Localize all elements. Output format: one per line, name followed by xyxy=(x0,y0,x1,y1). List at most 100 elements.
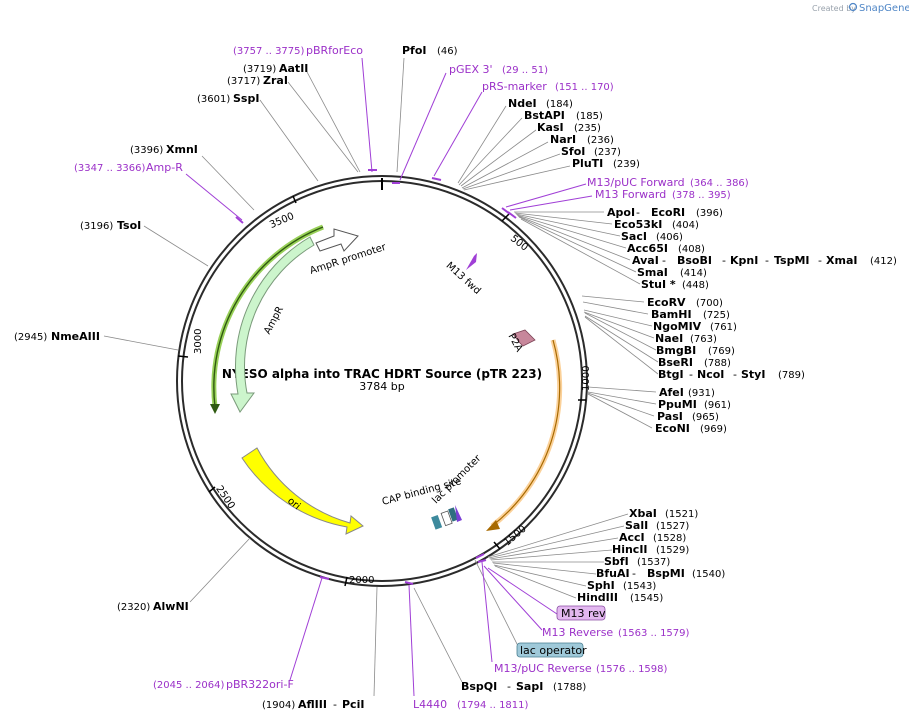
label-bseri[interactable]: BseRI(788) xyxy=(658,356,731,369)
label-bfuai-group[interactable]: BfuAI - BspMI (1540) xyxy=(596,567,725,580)
svg-text:(2320): (2320) xyxy=(117,602,150,613)
label-bamhi[interactable]: BamHI(725) xyxy=(651,308,730,321)
label-pbrforeco[interactable]: (3757 .. 3775) pBRforEco xyxy=(233,44,363,57)
label-pfoi[interactable]: PfoI (46) xyxy=(402,44,458,57)
svg-text:(404): (404) xyxy=(672,220,699,231)
label-hincii[interactable]: HincII(1529) xyxy=(612,543,689,556)
label-kasi[interactable]: KasI(235) xyxy=(537,121,601,134)
plasmid-length: 3784 bp xyxy=(359,380,404,393)
label-ngomiv[interactable]: NgoMIV(761) xyxy=(653,320,737,333)
svg-text:ApoI: ApoI xyxy=(607,206,635,219)
label-eco53ki[interactable]: Eco53kI(404) xyxy=(614,218,699,231)
svg-text:SmaI: SmaI xyxy=(637,266,668,279)
svg-text:AvaI: AvaI xyxy=(632,254,659,267)
label-m13-forward[interactable]: M13 Forward(378 .. 395) xyxy=(595,188,731,201)
label-smai[interactable]: SmaI (414) xyxy=(637,266,707,279)
label-sphi[interactable]: SphI(1543) xyxy=(587,579,656,592)
label-sali[interactable]: SalI(1527) xyxy=(625,519,689,532)
m13-fwd-feature[interactable]: M13 fwd xyxy=(444,253,483,297)
label-avai-group[interactable]: AvaI - BsoBI - KpnI - TspMI - XmaI (412) xyxy=(632,254,897,267)
svg-text:2000: 2000 xyxy=(349,575,374,586)
svg-text:(1794 .. 1811): (1794 .. 1811) xyxy=(457,700,529,711)
label-pluti[interactable]: PluTI(239) xyxy=(572,157,640,170)
ampr-promoter-feature[interactable]: AmpR promoter xyxy=(309,228,389,277)
svg-text:L4440: L4440 xyxy=(413,698,447,711)
svg-text:BamHI: BamHI xyxy=(651,308,692,321)
label-ecorv[interactable]: EcoRV(700) xyxy=(647,296,723,309)
svg-text:SacI: SacI xyxy=(621,230,647,243)
svg-text:BspMI: BspMI xyxy=(647,567,685,580)
label-nari[interactable]: NarI(236) xyxy=(550,133,614,146)
label-sbfi[interactable]: SbfI(1537) xyxy=(604,555,670,568)
label-tsoi[interactable]: (3196)TsoI xyxy=(80,219,141,232)
svg-text:(965): (965) xyxy=(692,412,719,423)
label-bstapi[interactable]: BstAPI(185) xyxy=(524,109,603,122)
svg-text:NarI: NarI xyxy=(550,133,576,146)
label-m13puc-forward[interactable]: M13/pUC Forward(364 .. 386) xyxy=(587,176,749,189)
lac-operator-box[interactable]: lac operator xyxy=(516,642,587,658)
lac-region[interactable]: CAP binding site lac promoter xyxy=(381,452,484,530)
label-ndei[interactable]: NdeI(184) xyxy=(508,97,573,110)
ampr-gene-feature[interactable]: AmpR xyxy=(230,236,315,413)
label-bspqi-group[interactable]: BspQI - SapI (1788) xyxy=(461,680,586,693)
label-ppumi[interactable]: PpuMI(961) xyxy=(658,398,731,411)
label-l4440[interactable]: L4440 (1794 .. 1811) xyxy=(413,698,529,711)
label-acc65i[interactable]: Acc65I(408) xyxy=(627,242,705,255)
svg-text:ZraI: ZraI xyxy=(263,74,288,87)
svg-text:PasI: PasI xyxy=(657,410,683,423)
label-amp-r-primer[interactable]: (3347 .. 3366)Amp-R xyxy=(74,161,183,174)
label-apoi-ecori[interactable]: ApoI - EcoRI(396) xyxy=(607,206,723,219)
p2a-feature[interactable]: P2A xyxy=(505,329,536,354)
svg-text:NgoMIV: NgoMIV xyxy=(653,320,702,333)
label-pbr322ori[interactable]: (2045 .. 2064)pBR322ori-F xyxy=(153,678,294,691)
label-xmni[interactable]: (3396)XmnI xyxy=(130,143,198,156)
label-m13puc-reverse[interactable]: M13/pUC Reverse(1576 .. 1598) xyxy=(494,662,668,675)
label-bmgbi[interactable]: BmgBI(769) xyxy=(656,344,735,357)
svg-text:(414): (414) xyxy=(680,268,707,279)
label-hindiii[interactable]: HindIII(1545) xyxy=(577,591,663,604)
svg-text:(378 .. 395): (378 .. 395) xyxy=(672,190,731,201)
svg-text:(1527): (1527) xyxy=(656,521,689,532)
label-sfoi[interactable]: SfoI(237) xyxy=(561,145,621,158)
label-saci[interactable]: SacI(406) xyxy=(621,230,683,243)
label-m13-reverse[interactable]: M13 Reverse(1563 .. 1579) xyxy=(542,626,690,639)
label-acci[interactable]: AccI(1528) xyxy=(619,531,686,544)
plasmid-name: NYESO alpha into TRAC HDRT Source (pTR 2… xyxy=(222,367,542,381)
label-alwni[interactable]: (2320)AlwNI xyxy=(117,600,189,613)
label-nmeaiii[interactable]: (2945)NmeAIII xyxy=(14,330,100,343)
svg-text:(1537): (1537) xyxy=(637,557,670,568)
svg-text:M13 Reverse: M13 Reverse xyxy=(542,626,613,639)
label-naei[interactable]: NaeI(763) xyxy=(655,332,717,345)
svg-text:M13/pUC Forward: M13/pUC Forward xyxy=(587,176,685,189)
m13-rev-box[interactable]: M13 rev xyxy=(556,605,606,621)
svg-text:NcoI: NcoI xyxy=(697,368,724,381)
ori-feature[interactable]: ori xyxy=(241,447,364,535)
label-zrai[interactable]: (3717) ZraI xyxy=(227,74,288,87)
svg-text:pBRforEco: pBRforEco xyxy=(306,44,363,57)
label-econi[interactable]: EcoNI(969) xyxy=(655,422,727,435)
svg-text:(408): (408) xyxy=(678,244,705,255)
svg-text:-: - xyxy=(722,254,726,267)
label-pasi[interactable]: PasI (965) xyxy=(657,410,719,423)
svg-text:(1540): (1540) xyxy=(692,569,725,580)
svg-text:AlwNI: AlwNI xyxy=(153,600,189,613)
tick-3000: 3000 xyxy=(177,329,204,358)
svg-text:(3196): (3196) xyxy=(80,221,113,232)
svg-text:(1528): (1528) xyxy=(653,533,686,544)
label-sspi[interactable]: (3601) SspI xyxy=(197,92,259,105)
label-xbai[interactable]: XbaI(1521) xyxy=(629,507,698,520)
created-by-label: Created by xyxy=(812,4,856,13)
label-prsmarker[interactable]: pRS-marker (151 .. 170) xyxy=(482,80,614,93)
svg-text:(700): (700) xyxy=(696,298,723,309)
label-pgex3[interactable]: pGEX 3' (29 .. 51) xyxy=(449,63,548,76)
svg-text:AflIII: AflIII xyxy=(298,698,327,711)
svg-text:-: - xyxy=(689,368,693,381)
svg-text:Amp-R: Amp-R xyxy=(146,161,183,174)
label-btgi-group[interactable]: BtgI - NcoI - StyI (789) xyxy=(658,368,805,381)
label-afliii-group[interactable]: (1904) AflIII - PciI xyxy=(262,698,364,711)
svg-text:(3347 .. 3366): (3347 .. 3366) xyxy=(74,163,146,174)
svg-text:3000: 3000 xyxy=(193,329,204,354)
label-afei[interactable]: AfeI(931) xyxy=(659,386,715,399)
label-aatii[interactable]: (3719) AatII xyxy=(243,62,308,75)
label-stui[interactable]: StuI *(448) xyxy=(641,278,709,291)
